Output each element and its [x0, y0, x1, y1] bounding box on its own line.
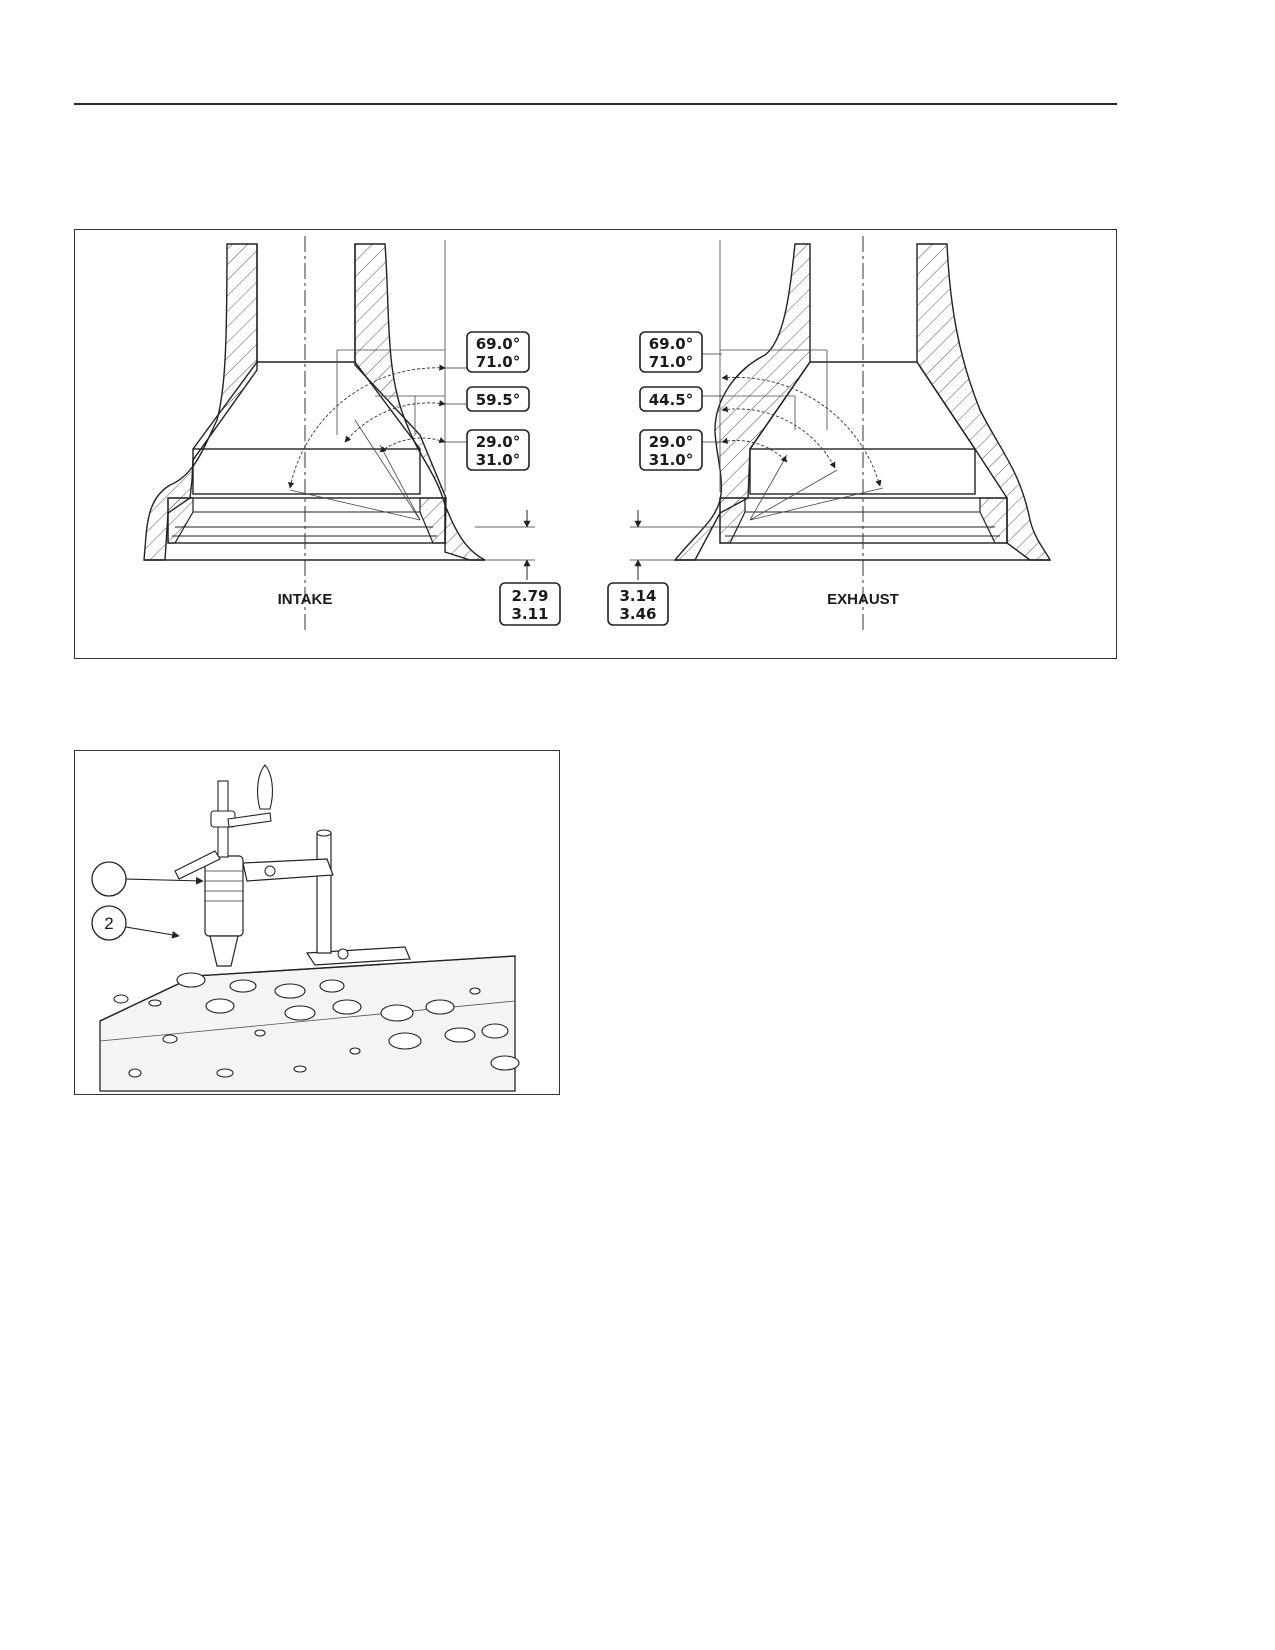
crank-knob [256, 764, 274, 810]
exhaust-upper-angle-min: 71.0° [649, 353, 694, 371]
exhaust-caption: EXHAUST [827, 591, 899, 608]
support-arm [242, 858, 334, 882]
crank-arm [227, 812, 272, 828]
callout-2-label: 2 [104, 914, 113, 933]
cutter-tip [209, 935, 239, 967]
valve-seat-cutter-illustration: 2 [74, 750, 560, 1095]
exhaust-upper-angle-box [639, 331, 703, 373]
exhaust-mid-angle: 44.5° [649, 391, 694, 409]
exhaust-upper-angle-max: 69.0° [649, 335, 694, 353]
exhaust-lower-angle-box [639, 429, 703, 471]
exhaust-port-wall-right [916, 243, 1052, 561]
intake-caption: INTAKE [278, 591, 333, 608]
header-rule [74, 103, 1117, 105]
exhaust-section [630, 236, 1052, 630]
cutter-drawing: 2 [91, 764, 520, 1092]
intake-lower-angle-min: 31.0° [476, 451, 521, 469]
exhaust-depth-min: 3.46 [619, 605, 656, 623]
intake-depth-min: 3.11 [511, 605, 548, 623]
exhaust-mid-angle-box [639, 386, 703, 412]
seat-cutter-body [204, 855, 244, 937]
intake-upper-angle-max: 69.0° [476, 335, 521, 353]
intake-depth-max: 2.79 [511, 587, 548, 605]
cylinder-head [99, 955, 516, 1092]
callout-1 [91, 861, 127, 897]
intake-lower-angle-max: 29.0° [476, 433, 521, 451]
valve-seat-drawing: 69.0° 71.0° 59.5° 29.0° 31.0° 2.79 3.11 … [143, 236, 1052, 630]
intake-section [143, 236, 535, 630]
intake-depth-box [499, 582, 561, 626]
intake-mid-angle-box [466, 386, 530, 412]
valve-seat-angle-diagram: 69.0° 71.0° 59.5° 29.0° 31.0° 2.79 3.11 … [74, 229, 1117, 659]
support-post [316, 832, 332, 954]
callout-2 [91, 905, 127, 941]
intake-port-wall-left [143, 243, 258, 561]
intake-lower-angle-box [466, 429, 530, 471]
intake-mid-angle: 59.5° [476, 391, 521, 409]
exhaust-depth-max: 3.14 [619, 587, 656, 605]
exhaust-lower-angle-min: 31.0° [649, 451, 694, 469]
exhaust-lower-angle-max: 29.0° [649, 433, 694, 451]
cutter-t-handle [174, 850, 221, 880]
intake-upper-angle-box [466, 331, 530, 373]
intake-upper-angle-min: 71.0° [476, 353, 521, 371]
head-ports [113, 972, 520, 1078]
exhaust-depth-box [607, 582, 669, 626]
